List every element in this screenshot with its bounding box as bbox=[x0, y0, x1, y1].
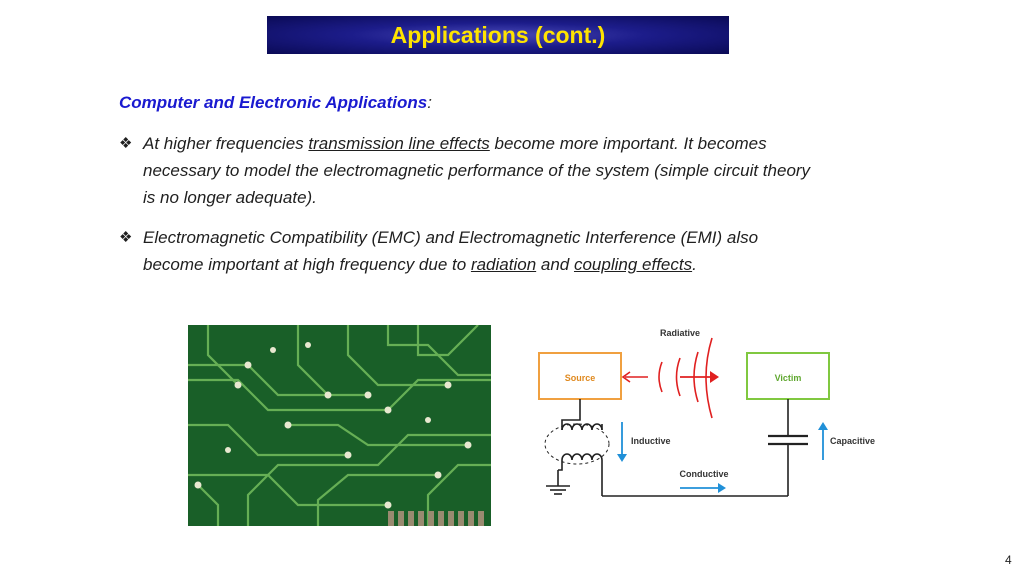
bullet-item-2: ❖ Electromagnetic Compatibility (EMC) an… bbox=[119, 224, 819, 278]
bullet-item-1: ❖ At higher frequencies transmission lin… bbox=[119, 130, 819, 211]
section-heading: Computer and Electronic Applications: bbox=[119, 93, 432, 113]
capacitive-label: Capacitive bbox=[830, 436, 875, 446]
bullet-2-pre: Electromagnetic Compatibility (EMC) and … bbox=[143, 228, 759, 274]
slide-title-bar: Applications (cont.) bbox=[267, 16, 729, 54]
section-heading-colon: : bbox=[427, 93, 432, 112]
bullet-text-1: At higher frequencies transmission line … bbox=[119, 130, 819, 211]
bullet-diamond-icon: ❖ bbox=[119, 135, 133, 152]
ground-icon bbox=[546, 470, 570, 495]
bullet-text-2: Electromagnetic Compatibility (EMC) and … bbox=[119, 224, 819, 278]
radiative-label: Radiative bbox=[660, 328, 700, 338]
conductive-label: Conductive bbox=[679, 469, 728, 479]
page-number: 4 bbox=[1005, 553, 1012, 567]
bullet-2-post: . bbox=[692, 255, 697, 274]
bullet-2-underlined-radiation: radiation bbox=[470, 255, 537, 274]
section-heading-text: Computer and Electronic Applications bbox=[119, 93, 428, 112]
bullet-1-pre: At higher frequencies bbox=[143, 134, 309, 153]
bullet-2-underlined-coupling: coupling effects bbox=[573, 255, 693, 274]
bullet-1-post: become more important. It becomes necess… bbox=[143, 134, 811, 207]
source-label: Source bbox=[565, 373, 596, 383]
slide-title: Applications (cont.) bbox=[390, 21, 606, 48]
capacitor-icon bbox=[768, 434, 808, 446]
inductive-label: Inductive bbox=[631, 436, 671, 446]
radiative-waves-icon bbox=[658, 337, 713, 419]
bullet-2-mid: and bbox=[536, 255, 574, 274]
bullet-diamond-icon: ❖ bbox=[119, 229, 133, 246]
circuit-board-photo bbox=[188, 325, 491, 526]
bullet-1-underlined: transmission line effects bbox=[308, 134, 490, 153]
victim-label: Victim bbox=[775, 373, 802, 383]
coupled-inductor-icon bbox=[544, 416, 610, 496]
emi-coupling-diagram: Source Victim Radiative Inductive Capaci… bbox=[538, 328, 875, 497]
